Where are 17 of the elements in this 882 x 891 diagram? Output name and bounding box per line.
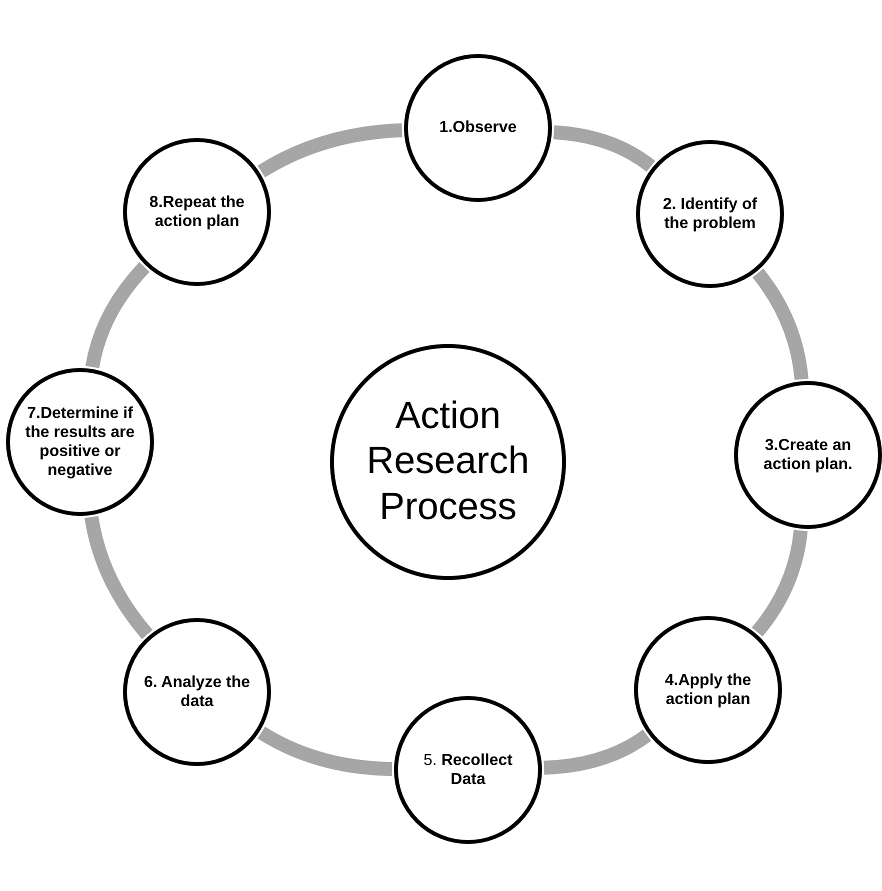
step-label: 1.Observe (438, 118, 518, 138)
step-label: 4.Apply the action plan (664, 670, 752, 710)
step-label: 5. Recollect Data (422, 750, 514, 790)
ring-connector (752, 530, 808, 636)
step-label: 3.Create an action plan. (762, 436, 854, 474)
step-label: 8.Repeat the action plan (148, 192, 246, 232)
ring-connector (258, 123, 402, 178)
ring-connector (85, 262, 150, 368)
ring-connector (544, 730, 652, 775)
ring-connector (553, 125, 656, 172)
ring-connector (258, 726, 392, 776)
ring-connector (752, 268, 808, 380)
step-label: 6. Analyze the data (142, 672, 252, 712)
step-label: 2. Identify of the problem (662, 194, 758, 234)
center-title: Action Research Process (366, 394, 530, 530)
step-label: 7.Determine if the results are positive or negative (24, 404, 136, 480)
ring-connector (84, 516, 153, 639)
